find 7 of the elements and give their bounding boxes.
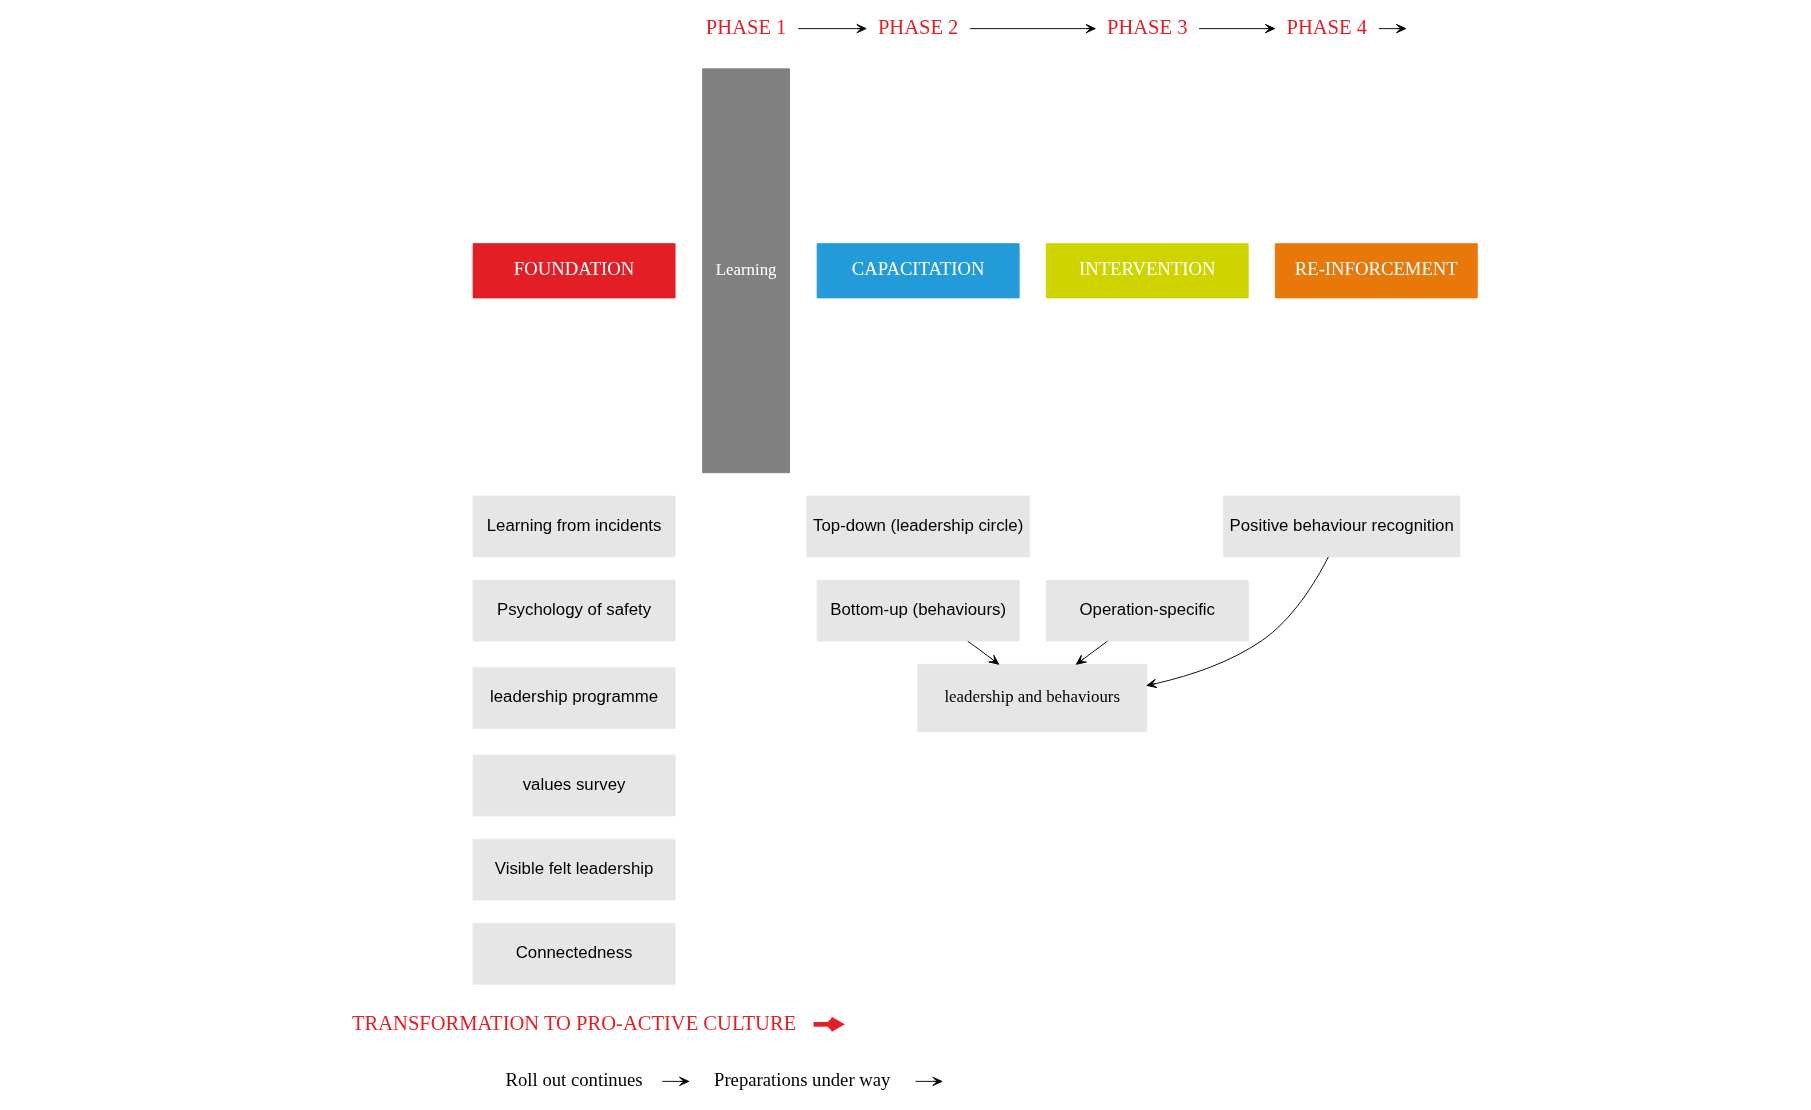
node-text: PHASE 3 xyxy=(1106,15,1187,38)
node-text: TRANSFORMATION TO PRO-ACTIVE CULTURE xyxy=(351,1011,796,1034)
node-text: Roll out continues xyxy=(505,1069,643,1091)
node-text: PHASE 2 xyxy=(877,15,958,38)
node-text: Preparations under way xyxy=(713,1069,890,1091)
node-text: PHASE 4 xyxy=(1285,15,1367,38)
node-text: PHASE 1 xyxy=(705,15,786,38)
